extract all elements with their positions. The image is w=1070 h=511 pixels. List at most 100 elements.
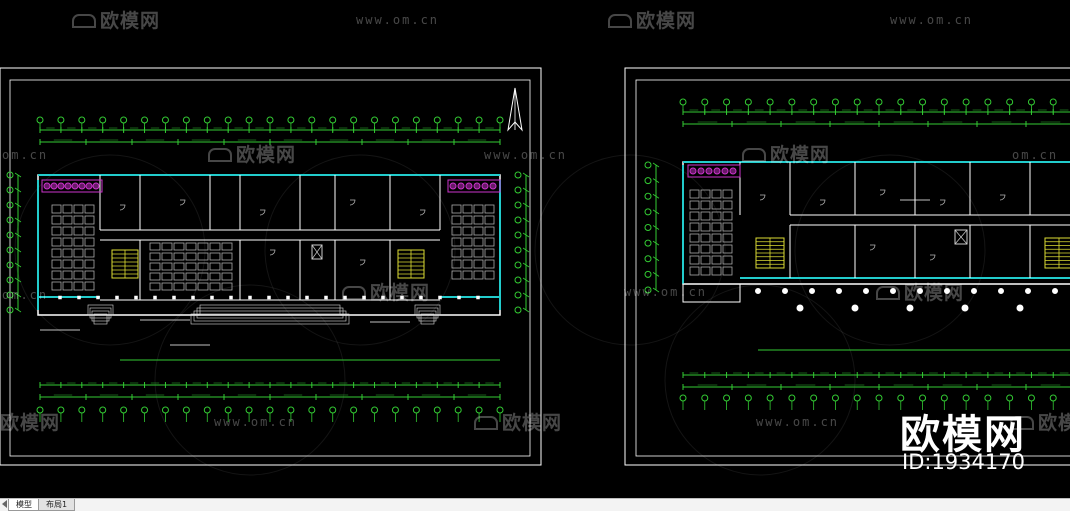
desk (462, 215, 473, 225)
dimension-tick (652, 240, 660, 246)
axis-bubble (78, 116, 86, 124)
axis-bubble (161, 116, 169, 124)
column (944, 288, 950, 294)
axis-bubble (940, 98, 948, 106)
axis-bubble (514, 261, 522, 269)
side-step (414, 304, 441, 316)
axis-bubble (644, 270, 652, 278)
desk (473, 237, 484, 247)
cad-model-viewport[interactable]: 欧模网 www.om.cn 欧模网 www.om.cn om.cn 欧模网 ww… (0, 0, 1070, 498)
door-swing (819, 199, 826, 206)
desk (73, 248, 84, 258)
door-swing (939, 199, 946, 206)
desk (700, 255, 711, 265)
axis-bubble (245, 116, 253, 124)
axis-bubble (810, 98, 818, 106)
desk (484, 259, 495, 269)
dimension-tick (522, 292, 530, 298)
side-step (418, 310, 437, 322)
axis-bubble (514, 186, 522, 194)
column (324, 295, 328, 300)
toilet-fixture (481, 182, 489, 190)
axis-bubble (6, 216, 14, 224)
axis-bubble (329, 406, 337, 414)
axis-bubble (454, 116, 462, 124)
toilet-fixture (705, 167, 713, 175)
layout-tab-bar: 模型 布局1 (0, 498, 1070, 511)
axis-bubble (1027, 394, 1035, 402)
axis-bubble (644, 208, 652, 216)
desk (209, 282, 221, 291)
dimension-tick (14, 172, 22, 178)
desk (73, 237, 84, 247)
axis-bubble (514, 246, 522, 254)
desk (700, 211, 711, 221)
desk (711, 244, 722, 254)
desk (689, 233, 700, 243)
desk (221, 252, 233, 261)
axis-bubble (644, 255, 652, 263)
building-outline (37, 174, 501, 316)
desk (473, 248, 484, 258)
desk (484, 204, 495, 214)
axis-bubble (701, 98, 709, 106)
toilet-fixture (71, 182, 79, 190)
axis-bubble (36, 406, 44, 414)
axis-bubble (391, 116, 399, 124)
axis-bubble (962, 98, 970, 106)
axis-bubble (788, 98, 796, 106)
desk (161, 242, 173, 251)
toilet-fixture-block (687, 164, 741, 178)
axis-bubble (6, 291, 14, 299)
desk (161, 262, 173, 271)
axis-bubble (161, 406, 169, 414)
axis-bubble (875, 98, 883, 106)
dimension-tick (652, 225, 660, 230)
dimension-tick (652, 178, 660, 183)
elevator (311, 244, 323, 260)
axis-bubble (897, 394, 905, 402)
desk (462, 226, 473, 236)
desk (462, 270, 473, 280)
tab-scroll-arrow-icon[interactable] (2, 500, 7, 508)
dimension-tick (14, 277, 22, 283)
axis-bubble (287, 406, 295, 414)
dimension-tick (522, 217, 530, 223)
toilet-fixture (457, 182, 465, 190)
desk (451, 215, 462, 225)
tab-model[interactable]: 模型 (8, 499, 40, 511)
column (248, 295, 252, 300)
axis-bubble (6, 186, 14, 194)
axis-bubble (853, 98, 861, 106)
dimension-tick (652, 256, 660, 262)
dimension-tick (14, 217, 22, 223)
entrance-step (199, 304, 341, 316)
column (971, 288, 977, 294)
axis-bubble (919, 394, 927, 402)
desk (689, 189, 700, 199)
axis-bubble (496, 116, 504, 124)
axis-bubble (371, 406, 379, 414)
column (115, 295, 119, 300)
dimension-tick (522, 277, 530, 283)
door-swing (269, 249, 276, 256)
dimension-tick (14, 202, 22, 208)
column (134, 295, 138, 300)
tab-layout1[interactable]: 布局1 (38, 499, 76, 511)
axis-bubble (224, 116, 232, 124)
column (809, 288, 815, 294)
axis-bubble (514, 216, 522, 224)
desk (197, 252, 209, 261)
toilet-fixture (729, 167, 737, 175)
column (305, 295, 309, 300)
desk (689, 222, 700, 232)
door-swing (119, 204, 126, 211)
axis-bubble (36, 116, 44, 124)
toilet-fixture (689, 167, 697, 175)
column (381, 295, 385, 300)
desk (700, 189, 711, 199)
door-swing (179, 199, 186, 206)
desk (62, 248, 73, 258)
desk (173, 252, 185, 261)
axis-bubble (644, 161, 652, 169)
